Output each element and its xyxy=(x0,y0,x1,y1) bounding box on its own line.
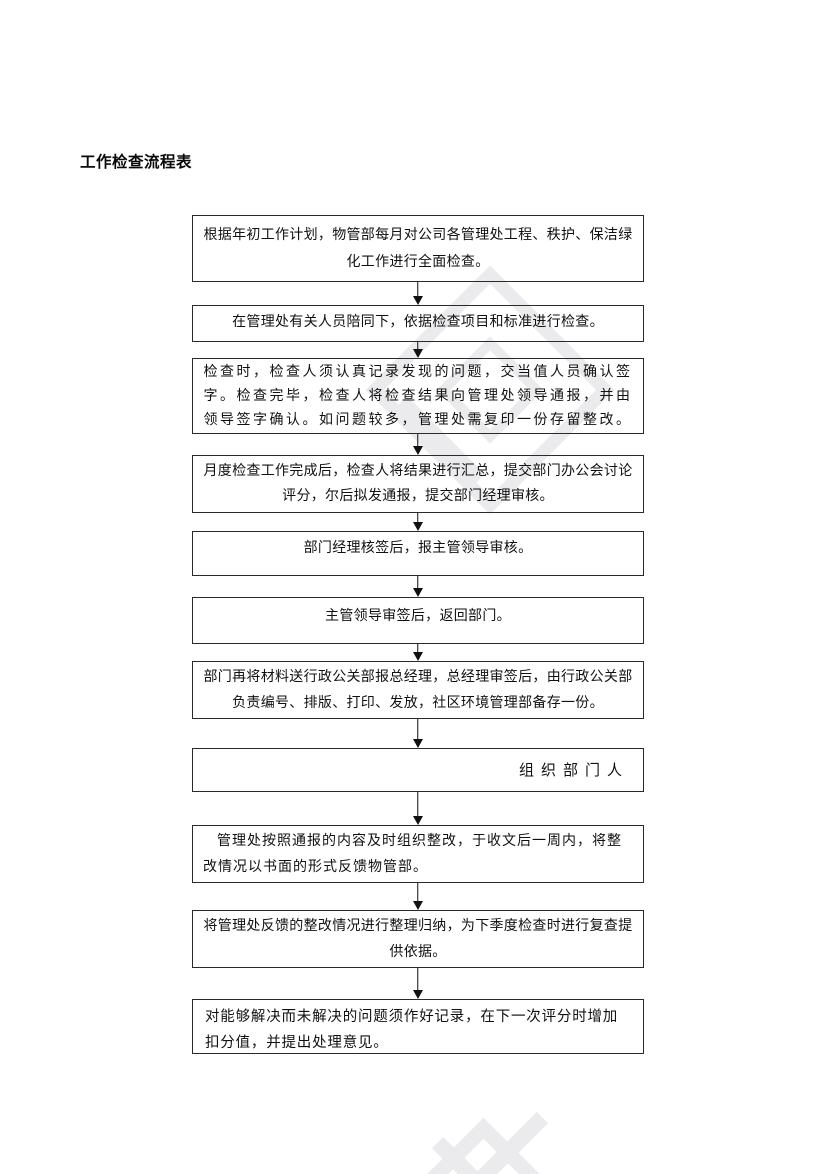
flow-arrow-down xyxy=(411,576,424,597)
flow-arrow-down xyxy=(411,282,424,305)
flow-step-box-7: 部门再将材料送行政公关部报总经理，总经理审签后，由行政公关部负责编号、排版、打印… xyxy=(192,661,644,719)
watermark-stroke xyxy=(451,1111,549,1174)
flow-step-box-3: 检查时，检查人须认真记录发现的问题，交当值人员确认签字。检查完毕，检查人将检查结… xyxy=(192,358,644,434)
arrow-line xyxy=(416,968,419,993)
flow-step-box-4: 月度检查工作完成后，检查人将结果进行汇总，提交部门办公会讨论评分，尔后拟发通报，… xyxy=(192,455,644,513)
arrow-head-icon xyxy=(412,349,423,358)
arrow-line xyxy=(416,792,419,819)
arrow-line xyxy=(416,644,419,655)
arrow-head-icon xyxy=(412,588,423,597)
flow-arrow-down xyxy=(411,719,424,748)
arrow-head-icon xyxy=(412,816,423,825)
watermark-stroke xyxy=(431,1136,529,1174)
flow-step-box-10: 将管理处反馈的整改情况进行整理归纳，为下季度检查时进行复查提供依据。 xyxy=(192,910,644,968)
arrow-head-icon xyxy=(412,990,423,999)
flow-step-box-1: 根据年初工作计划，物管部每月对公司各管理处工程、秩护、保洁绿化工作进行全面检查。 xyxy=(192,215,644,282)
flow-arrow-down xyxy=(411,513,424,531)
flow-arrow-down xyxy=(411,883,424,910)
flow-step-box-9: 管理处按照通报的内容及时组织整改，于收文后一周内，将整改情况以书面的形式反馈物管… xyxy=(192,825,644,883)
arrow-head-icon xyxy=(412,446,423,455)
flow-arrow-down xyxy=(411,644,424,661)
arrow-line xyxy=(416,282,419,299)
flow-arrow-down xyxy=(411,434,424,455)
arrow-line xyxy=(416,342,419,352)
flow-arrow-down xyxy=(411,342,424,358)
arrow-head-icon xyxy=(412,901,423,910)
flow-step-box-2: 在管理处有关人员陪同下，依据检查项目和标准进行检查。 xyxy=(192,305,644,342)
arrow-head-icon xyxy=(412,652,423,661)
arrow-line xyxy=(416,719,419,742)
watermark-diamond-outline xyxy=(311,1117,656,1174)
flow-step-box-5: 部门经理核签后，报主管领导审核。 xyxy=(192,531,644,576)
flow-step-box-6: 主管领导审签后，返回部门。 xyxy=(192,597,644,644)
arrow-line xyxy=(416,434,419,449)
flow-step-box-11: 对能够解决而未解决的问题须作好记录，在下一次评分时增加扣分值，并提出处理意见。 xyxy=(192,999,644,1054)
flow-arrow-down xyxy=(411,792,424,825)
arrow-line xyxy=(416,576,419,591)
arrow-head-icon xyxy=(412,296,423,305)
flow-step-box-8-clipped-text: 组织部门人 员，根据检查 xyxy=(192,748,644,792)
flow-arrow-down xyxy=(411,968,424,999)
arrow-head-icon xyxy=(412,739,423,748)
arrow-line xyxy=(416,513,419,525)
page-title: 工作检查流程表 xyxy=(80,154,193,171)
arrow-head-icon xyxy=(412,522,423,531)
arrow-line xyxy=(416,883,419,904)
